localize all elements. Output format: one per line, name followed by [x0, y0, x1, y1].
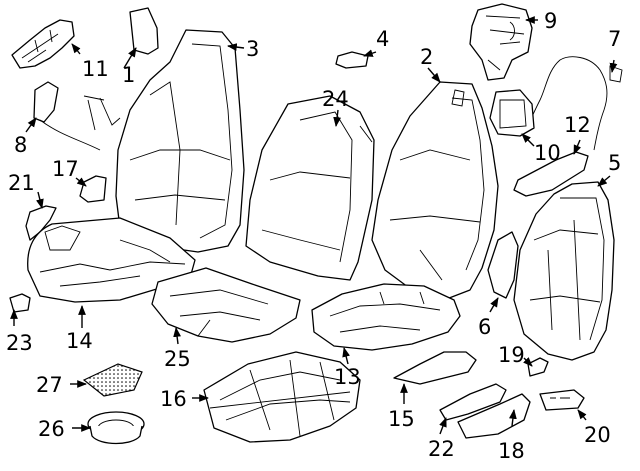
- part-4-clip: [335, 51, 369, 69]
- callout-7: 7: [608, 27, 621, 51]
- callout-12: 12: [564, 113, 591, 137]
- part-9-motor: [469, 3, 533, 81]
- part-2-back-frame: [371, 81, 499, 301]
- part-22-lower-trim: [439, 383, 507, 421]
- callout-22: 22: [428, 437, 455, 461]
- callout-21: 21: [8, 171, 35, 195]
- callout-19: 19: [498, 343, 525, 367]
- part-1-panel: [129, 7, 159, 55]
- callout-labels: 1 2 3 4 5 6 7 8 9 10 11 12 13 14 15 16 1…: [6, 9, 621, 463]
- callout-16: 16: [160, 387, 187, 411]
- callout-25: 25: [164, 347, 191, 371]
- callout-18: 18: [498, 439, 525, 463]
- callout-6: 6: [478, 315, 491, 339]
- callout-15: 15: [388, 407, 415, 431]
- callout-11: 11: [82, 57, 109, 81]
- callout-2: 2: [420, 45, 433, 69]
- part-24-back-pad: [245, 95, 375, 281]
- part-23-clip: [9, 293, 31, 313]
- callout-13: 13: [334, 365, 361, 389]
- part-6-side-trim: [487, 231, 519, 299]
- part-16-seat-track: [203, 351, 361, 443]
- callout-27: 27: [36, 373, 63, 397]
- callout-4: 4: [376, 27, 389, 51]
- callout-3: 3: [246, 37, 259, 61]
- part-13-seat-cushion: [311, 283, 461, 351]
- callout-9: 9: [544, 9, 557, 33]
- callout-20: 20: [584, 423, 611, 447]
- part-15-side-shield: [393, 351, 477, 385]
- callout-17: 17: [52, 157, 79, 181]
- part-11-bracket: [11, 19, 75, 69]
- part-18-side-cover: [457, 393, 531, 439]
- part-14-cushion-cover: [27, 217, 196, 303]
- part-12-trim: [513, 151, 589, 197]
- part-27-mesh-pad: [82, 363, 143, 397]
- part-26-round-cap: [87, 411, 145, 445]
- part-25-cushion-pad: [151, 267, 301, 343]
- callout-24: 24: [322, 87, 349, 111]
- callout-leaders: [10, 16, 618, 435]
- callout-1: 1: [122, 63, 135, 87]
- part-5-back-frame: [513, 181, 615, 361]
- callout-26: 26: [38, 417, 65, 441]
- part-10-panel: [489, 89, 535, 137]
- callout-14: 14: [66, 329, 93, 353]
- part-17-bracket: [79, 175, 107, 203]
- part-19-trim: [527, 357, 549, 377]
- part-21-trim: [25, 205, 57, 241]
- callout-23: 23: [6, 331, 33, 355]
- callout-5: 5: [608, 151, 621, 175]
- callout-8: 8: [14, 133, 27, 157]
- callout-10: 10: [534, 141, 561, 165]
- part-20-switch: [539, 389, 585, 411]
- part-8-wire-harness: [33, 81, 121, 151]
